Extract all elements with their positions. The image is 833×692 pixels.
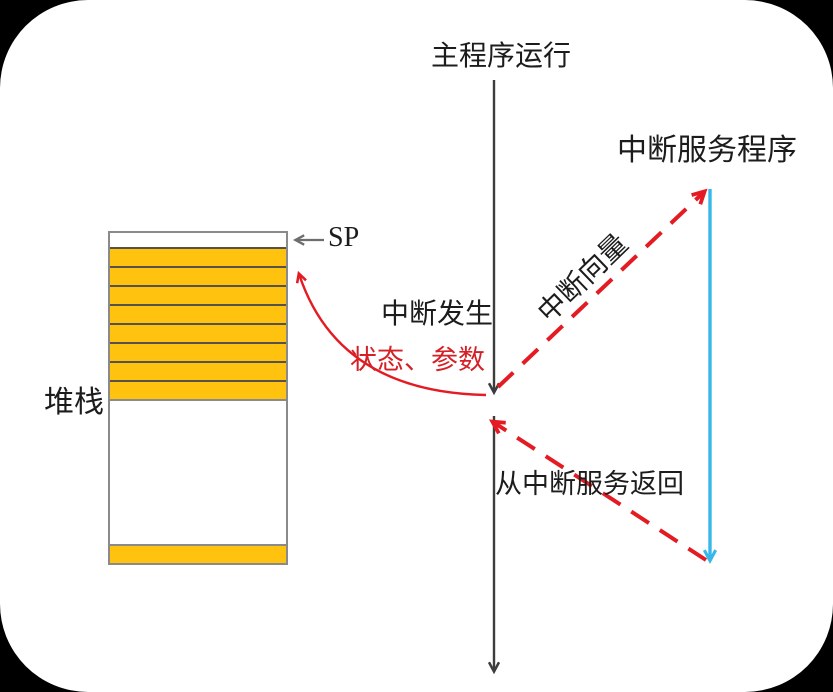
return-label: 从中断服务返回 (495, 469, 684, 499)
stack-box (108, 231, 288, 565)
saved-state-params-label: 状态、参数 (350, 345, 485, 375)
stack-row-filled (110, 544, 286, 563)
stack-row-filled (110, 266, 286, 285)
stack-row-empty-large (110, 399, 286, 544)
interrupt-vector-arrow (496, 192, 704, 389)
stack-row-filled (110, 342, 286, 361)
save-state-curve-arrow (295, 270, 487, 397)
sp-label: SP (328, 222, 360, 253)
stack-row-filled (110, 323, 286, 342)
stack-row-filled (110, 361, 286, 380)
stack-row-filled (110, 380, 286, 399)
isr-title-label: 中断服务程序 (617, 134, 797, 167)
return-from-interrupt-arrow (493, 422, 708, 562)
stack-row-empty (110, 233, 286, 247)
main-program-label: 主程序运行 (430, 41, 571, 72)
stack-row-filled (110, 247, 286, 266)
stack-row-filled (110, 285, 286, 304)
stack-label: 堆栈 (44, 386, 104, 419)
stack-row-filled (110, 304, 286, 323)
interrupt-event-label: 中断发生 (381, 299, 494, 330)
